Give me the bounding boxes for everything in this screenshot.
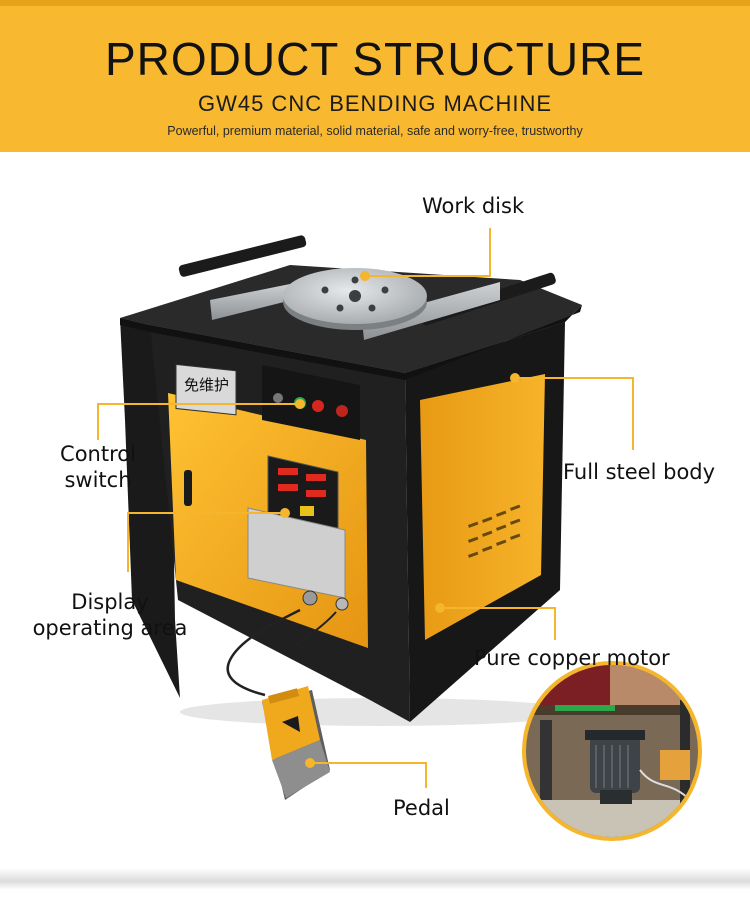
foot-pedal: [262, 686, 330, 800]
door-handle: [184, 470, 192, 506]
switch-button-red-2: [336, 405, 348, 417]
right-pin-block: [362, 282, 500, 340]
callout-control-switch-line2: switch: [64, 468, 132, 492]
callout-work-disk: Work disk: [422, 194, 525, 218]
nameplate-text: 免维护: [184, 376, 229, 394]
leader-dots: [280, 271, 520, 768]
leader-pedal: [310, 762, 427, 788]
display-digits-1: [278, 468, 298, 475]
header-banner: PRODUCT STRUCTURE GW45 CNC BENDING MACHI…: [0, 6, 750, 152]
pedal-cable-2: [291, 611, 337, 651]
callout-display-line1: Display: [71, 590, 149, 614]
leader-control-switch: [97, 403, 300, 440]
leader-lines: [97, 228, 634, 788]
leader-steel-body: [515, 377, 634, 450]
instruction-plate: [247, 507, 346, 599]
connector-socket-2: [335, 597, 349, 611]
leader-motor: [440, 607, 556, 640]
leader-display: [127, 512, 285, 572]
pedal-cable: [226, 608, 301, 697]
nameplate: [175, 363, 237, 416]
display-digits-2: [306, 474, 326, 481]
switch-button-1: [273, 393, 283, 403]
page-title: PRODUCT STRUCTURE: [104, 33, 646, 85]
left-pin-block: [210, 282, 300, 320]
connector-socket-1: [302, 590, 318, 606]
callout-control-switch: Control switch: [38, 441, 158, 493]
display-digits-3: [278, 484, 298, 491]
callout-full-steel-body: Full steel body: [563, 460, 716, 484]
display-key: [300, 506, 314, 516]
top-accent-strip: [0, 0, 750, 6]
callout-control-switch-line1: Control: [60, 442, 136, 466]
top-plate-edge: [120, 305, 582, 380]
product-tagline: Powerful, premium material, solid materi…: [167, 124, 583, 138]
switch-button-red: [312, 400, 324, 412]
callout-display: Display operating area: [10, 589, 210, 641]
callout-pedal: Pedal: [393, 796, 450, 820]
callout-motor: Pure copper motor: [474, 646, 670, 670]
callout-display-line2: operating area: [32, 616, 188, 640]
display-digits-4: [306, 490, 326, 497]
top-rail-left: [178, 235, 307, 277]
product-subtitle: GW45 CNC BENDING MACHINE: [197, 91, 553, 116]
side-steel-panel: [420, 374, 545, 640]
side-vents: [467, 504, 521, 558]
bottom-shadow: [0, 868, 750, 890]
work-disk-holes: [321, 276, 389, 312]
control-switch-panel: [262, 365, 360, 440]
leader-work-disk: [365, 228, 491, 277]
